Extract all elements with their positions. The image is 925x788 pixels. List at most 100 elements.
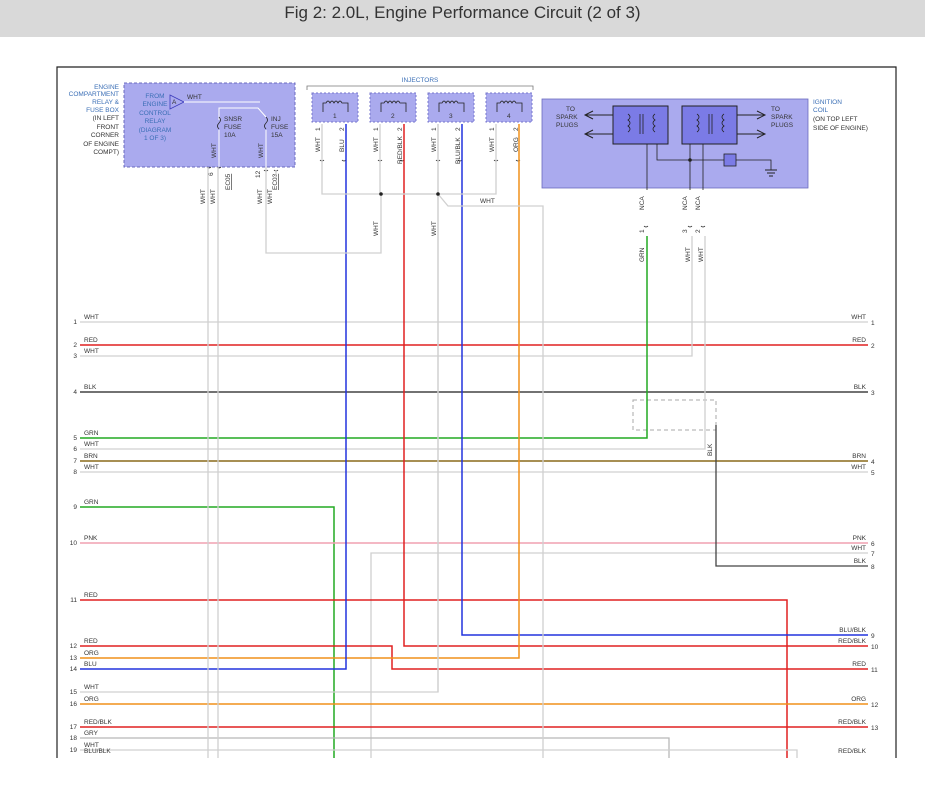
coil-lead-nca-3: NCA [695,196,702,210]
right-line-label: WHT [851,314,866,321]
left-line-label: RED [84,638,98,645]
inj-fuse-label-2: 15A [271,132,283,139]
wire-line-wht-19 [80,749,798,758]
right-line-label: RED/BLK [838,638,866,645]
left-line-number: 10 [70,540,78,547]
injectors-bracket [306,85,534,90]
left-spark-text-1: SPARK [556,114,578,121]
wire-relay-wht-c [265,167,382,254]
wire-line-redblk-r10 [403,124,868,647]
injector-3-wire-b: BLU/BLK [455,137,462,164]
injector-4-body [485,92,533,123]
coil-left-winding-icon [627,113,656,134]
right-line-label: WHT [851,545,866,552]
left-line-number: 13 [70,655,78,662]
inj-fuse-label-0: INJ [271,116,281,123]
left-line-label: PNK [84,535,98,542]
right-line-number: 12 [871,702,879,709]
coil-lead-nca-1: NCA [639,196,646,210]
fuse-wire-label-2: WHT [258,143,265,158]
injector-3: 3 1 2 WHT BLU/BLK [427,92,475,164]
wire-line-blk-r8 [715,425,868,567]
relay-box-label-8: COMPT) [93,149,119,156]
from-label-3: RELAY [145,118,166,125]
right-line-number: 5 [871,470,875,477]
right-line-number: 3 [871,390,875,397]
coil-lead-nca-2: NCA [682,196,689,210]
wire-layer [80,124,868,758]
injector-4-wire-a: WHT [489,137,496,152]
injector-2-body [369,92,417,123]
right-spark-text-0: TO [771,106,780,113]
relay-box-label-4: (IN LEFT [93,115,119,122]
coil-pin-3: 3 [682,229,689,233]
wire-line-wht-6 [80,236,706,450]
injector-2-number: 2 [391,113,395,120]
coil-left-box [612,105,669,145]
right-line-number: 2 [871,343,875,350]
injector-3-pin-a: 1 [431,127,438,131]
left-line-label: GRY [84,730,99,737]
left-line-number: 9 [73,504,77,511]
injector-2-pin-a: 1 [373,127,380,131]
fuse-bus [218,107,267,120]
left-line-label: BLK [84,384,97,391]
injector-2-wire-b: RED/BLK [397,136,404,164]
coil-internal-wiring [646,144,772,190]
right-line-label: WHT [851,464,866,471]
relay-box-label-1: COMPARTMENT [69,91,119,98]
left-line-label: BRN [84,453,98,460]
relay-in-wire-label: WHT [187,94,202,101]
left-line-label: WHT [84,314,99,321]
right-spark-text-1: SPARK [771,114,793,121]
injector-3-body [427,92,475,123]
ignition-label-0: IGNITION [813,99,842,106]
right-line-number: 8 [871,564,875,571]
injector-1-wire-b: BLU [339,139,346,152]
from-label-2: CONTROL [139,110,171,117]
injector-3-coil-icon [438,100,465,112]
injector-1-number: 1 [333,113,337,120]
injector-1: 1 1 2 WHT BLU [311,92,359,152]
right-spark-text-2: PLUGS [771,122,794,129]
coil-wire-wht-2: WHT [698,247,705,262]
fuse-wire-label-1: WHT [211,143,218,158]
right-line-label: RED/BLK [838,719,866,726]
right-line-label: BLK [854,558,867,565]
injector-down-label-2: WHT [431,221,438,236]
right-line-label: BRN [852,453,866,460]
right-line-number: 10 [871,644,879,651]
injector-down-label-1: WHT [373,221,380,236]
left-line-number: 14 [70,666,78,673]
left-line-label: GRN [84,430,99,437]
injector-2: 2 1 2 WHT RED/BLK [369,92,417,164]
relay-fuse-box: ENGINE COMPARTMENT RELAY & FUSE BOX (IN … [69,82,296,204]
relay-box-label-2: RELAY & [92,99,120,106]
coil-right-box [681,105,738,145]
injector-1-body [311,92,359,123]
ignition-label-1: COIL [813,107,829,114]
wire-line-wht-3 [80,236,693,357]
ground-icon [765,169,777,177]
injector-2-coil-icon [380,100,407,112]
coil-pin-2: 2 [695,229,702,233]
wire-line-gry-18 [80,737,670,758]
relay-below-label-2: WHT [210,189,217,204]
left-line-number: 19 [70,747,78,754]
left-spark-arrows [583,110,613,139]
blk-vertical-label: BLK [707,443,714,456]
relay-box-label-5: FRONT [97,124,119,131]
right-line-labels: WHT1RED2BLK3BRN4WHT5PNK6WHT7BLK8BLU/BLK9… [838,314,878,755]
wire-inj4-wht [438,124,497,195]
injector-4-wire-b: ORG [513,137,520,152]
injector-4-pin-b: 2 [513,127,520,131]
injector-1-coil-icon [322,100,349,112]
left-spark-text-2: PLUGS [556,122,579,129]
splice-junction-2 [436,192,440,196]
injector-1-wire-a: WHT [315,137,322,152]
left-line-label: RED [84,337,98,344]
injector-1-pin-a: 1 [315,127,322,131]
left-line-number: 5 [73,435,77,442]
left-line-number: 3 [73,353,77,360]
